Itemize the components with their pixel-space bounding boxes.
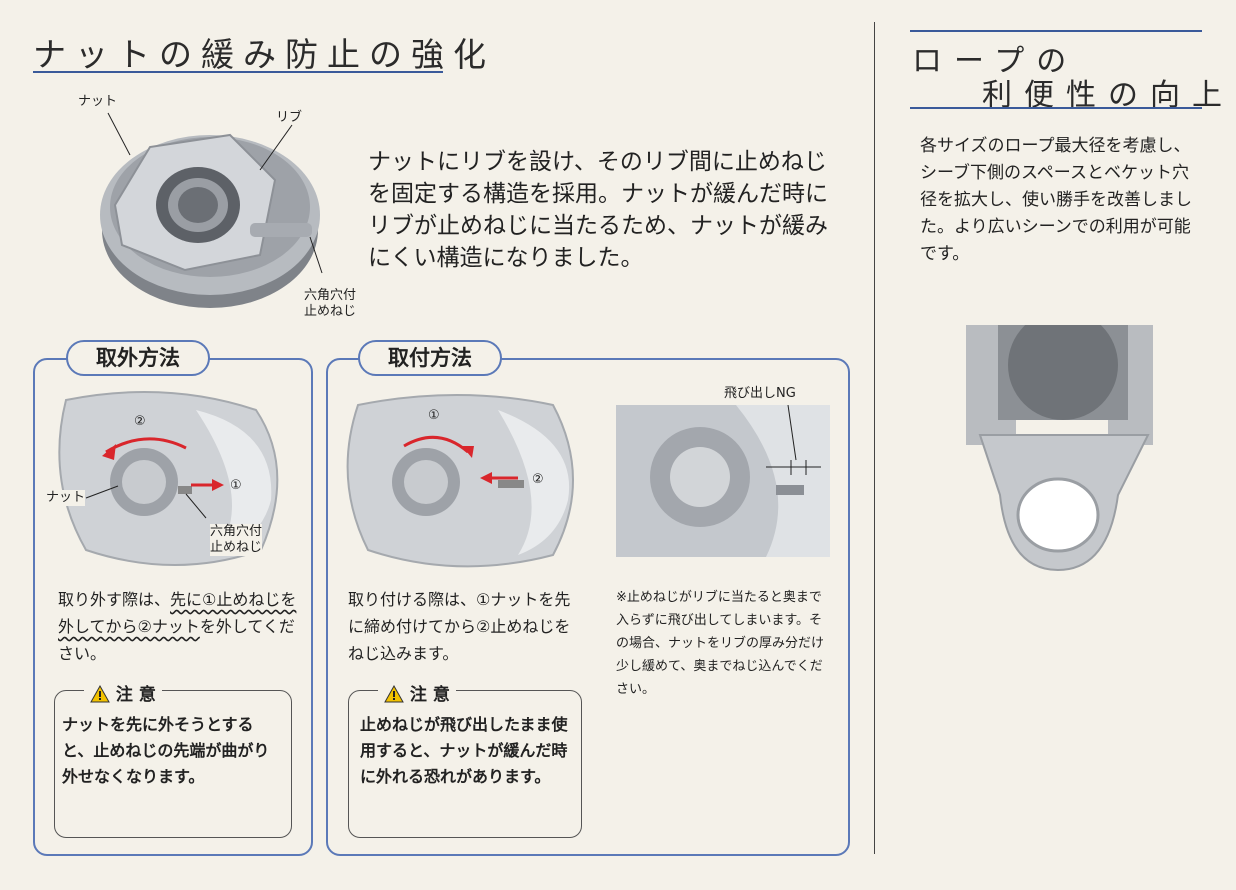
block-photo [966,325,1153,572]
install-instructions: 取り付ける際は、①ナットを先に締め付けてから②止めねじをねじ込みます。 [348,590,571,663]
removal-caution-text: ナットを先に外そうとすると、止めねじの先端が曲がり外せなくなります。 [62,715,270,786]
removal-caution-title: 注 意 [84,680,162,705]
removal-caution-box [54,690,292,838]
right-description: 各サイズのロープ最大径を考慮し、シーブ下側のスペースとベケット穴径を拡大し、使い… [920,136,1192,264]
install-method-box [326,358,850,856]
rib-label: リブ [276,110,303,125]
left-heading: ナットの緩み防止の強化 [33,35,495,74]
removal-step2-mark: ② [134,414,146,429]
screw-label-line2: 止めねじ [304,304,357,319]
install-caution-title: 注 意 [378,680,456,705]
removal-text-a: 取り外す際は、 [58,590,171,609]
install-photo [338,390,588,570]
intro-text: ナットにリブを設け、そのリブ間に止めねじを固定する構造を採用。ナットが緩んだ時に… [368,149,828,271]
removal-screw-line2: 止めねじ [210,540,263,556]
removal-step1-mark: ① [230,478,242,493]
install-title: 取付方法 [358,340,502,376]
removal-screw-line1: 六角穴付 [210,524,263,540]
removal-title: 取外方法 [66,340,210,376]
ng-photo [616,405,830,557]
right-heading-bottom-rule [910,107,1202,109]
right-heading-line1: ロープの [912,44,1079,79]
install-step2-mark: ② [532,472,544,487]
removal-photo [46,390,298,570]
ng-label: 飛び出しNG [724,386,796,401]
removal-nut-label: ナット [46,490,86,506]
install-caution-text: 止めねじが飛び出したまま使用すると、ナットが緩んだ時に外れる恐れがあります。 [360,715,568,786]
removal-text-c: を外してください。 [58,617,295,663]
nut-label: ナット [78,94,118,109]
nut-illustration [100,112,323,308]
warning-icon [384,684,404,703]
warning-icon [90,684,110,703]
removal-text-b: 先に①止めねじを外してから②ナット [58,590,297,636]
column-divider [874,22,875,854]
install-caution-box [348,690,582,838]
left-heading-underline [33,71,443,73]
screw-label-line1: 六角穴付 [304,288,357,303]
install-note: ※止めねじがリブに当たると奥まで入らずに飛び出してしまいます。その場合、ナットを… [616,590,825,697]
right-heading-top-rule [910,30,1202,32]
install-step1-mark: ① [428,408,440,423]
removal-instructions: 取り外す際は、先に①止めねじを外してから②ナットを外してください。 [58,586,298,667]
